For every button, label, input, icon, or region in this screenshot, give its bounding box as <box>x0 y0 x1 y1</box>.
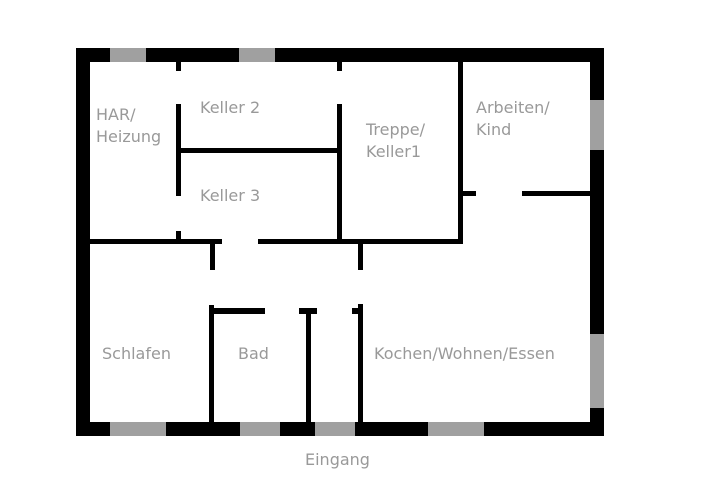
interior-walls <box>90 62 590 422</box>
wall-keller2-keller3 <box>176 148 340 153</box>
wall-treppe-arbeiten <box>458 62 463 244</box>
windows <box>110 48 604 436</box>
outer-wall-left <box>76 48 90 436</box>
room-label-keller2: Keller 2 <box>200 98 261 117</box>
wall-har-keller-upper <box>176 62 181 71</box>
wall-bad-hall <box>306 308 311 422</box>
outer-wall-top <box>76 48 604 62</box>
window-right-2 <box>590 334 604 408</box>
wall-keller-treppe <box>337 104 342 242</box>
wall-keller-treppe-top <box>337 62 342 71</box>
wall-schlafen-bad <box>209 305 214 422</box>
room-label-har-heizung: HAR/ Heizung <box>96 105 162 146</box>
wall-upper-right <box>258 239 463 244</box>
wall-hall-kochen <box>358 304 363 422</box>
room-label-schlafen: Schlafen <box>102 344 171 363</box>
wall-arbeiten-left-stub <box>458 191 476 196</box>
room-label-arbeiten-kind: Arbeiten/ Kind <box>476 98 550 139</box>
room-label-kochen-wohnen-essen: Kochen/Wohnen/Essen <box>374 344 555 363</box>
window-top-2 <box>239 48 275 62</box>
wall-upper-left <box>90 239 222 244</box>
window-bottom-1 <box>110 422 166 436</box>
wall-har-keller-lower <box>176 231 181 242</box>
wall-arbeiten-bottom <box>522 191 590 196</box>
entrance-door <box>315 422 355 436</box>
window-top-1 <box>110 48 146 62</box>
window-bottom-2 <box>240 422 280 436</box>
room-label-treppe-keller1: Treppe/ Keller1 <box>366 120 426 161</box>
wall-bad-top <box>209 308 265 314</box>
room-label-keller3: Keller 3 <box>200 186 261 205</box>
room-label-bad: Bad <box>238 344 269 363</box>
window-right-1 <box>590 100 604 150</box>
wall-corridor-stub-left <box>210 242 215 270</box>
wall-hall-kochen-stub <box>352 308 362 314</box>
entrance-label: Eingang <box>305 450 370 469</box>
wall-corridor-stub-right <box>358 242 363 270</box>
window-bottom-3 <box>428 422 484 436</box>
